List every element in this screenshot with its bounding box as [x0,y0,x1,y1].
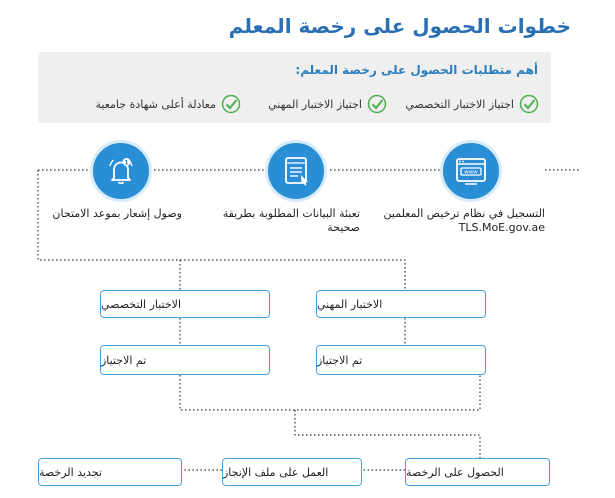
requirement-item: اجتياز الاختبار المهني [268,94,387,114]
step-label-line: التسجيل في نظام ترخيص المعلمين [383,207,545,220]
check-circle-icon [221,94,241,114]
step-circle-register: www [440,140,502,202]
box-work-portfolio: العمل على ملف الإنجاز [222,458,362,486]
form-document-icon [285,157,308,186]
step-circle-fill-data [265,140,327,202]
svg-text:1: 1 [124,159,128,166]
svg-text:www: www [464,170,478,176]
step-label-fill-data: تعبئة البيانات المطلوبة بطريقة صحيحة [223,207,360,235]
page-title: خطوات الحصول على رخصة المعلم [228,14,571,38]
requirements-heading: أهم متطلبات الحصول على رخصة المعلم: [295,63,538,77]
step-label-notification: وصول إشعار بموعد الامتحان [52,207,182,221]
check-circle-icon [519,94,539,114]
box-passed-specialized: تم الاجتياز [100,345,270,375]
requirement-item: معادلة أعلى شهادة جامعية [96,94,241,114]
step-label-line: تعبئة البيانات المطلوبة بطريقة [222,207,360,220]
step-label-line: TLS.MoE.gov.ae [458,221,545,234]
step-label-line: وصول إشعار بموعد الامتحان [52,207,182,220]
box-passed-professional: تم الاجتياز [316,345,486,375]
box-obtain-license: الحصول على الرخصة [405,458,550,486]
requirement-label: اجتياز الاختبار المهني [268,97,362,111]
step-circle-notification: 1 [90,140,152,202]
box-renew-license: تجديد الرخصة [38,458,182,486]
requirement-label: معادلة أعلى شهادة جامعية [95,97,216,111]
requirement-label: اجتياز الاختبار التخصصي [405,97,514,111]
box-specialized-exam: الاختبار التخصصي [100,290,270,318]
www-browser-icon: www [456,158,486,185]
step-label-register: التسجيل في نظام ترخيص المعلمين TLS.MoE.g… [384,207,545,235]
notification-bell-icon: 1 [109,158,133,184]
requirement-item: اجتياز الاختبار التخصصي [405,94,539,114]
check-circle-icon [367,94,387,114]
box-professional-exam: الاختبار المهني [316,290,486,318]
step-label-line: صحيحة [327,221,360,234]
requirements-panel: أهم متطلبات الحصول على رخصة المعلم: اجتي… [38,52,551,123]
